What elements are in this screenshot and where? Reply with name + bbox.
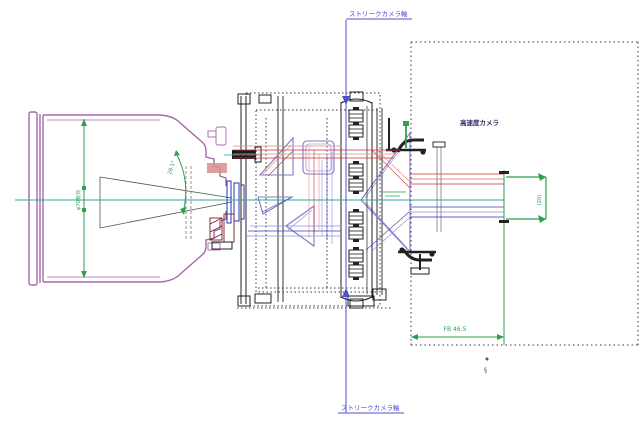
lower-clamp-fitting — [398, 247, 436, 275]
camera-label: 高速度カメラ — [460, 118, 499, 127]
mount-screw — [232, 150, 256, 159]
lens-snout-parts — [185, 146, 262, 250]
ray-bundle-red — [233, 144, 504, 238]
turret-screws — [348, 106, 364, 281]
top-clamp-fitting — [386, 118, 426, 155]
image-plane-bracket — [499, 170, 547, 345]
flange-back-dimension — [411, 334, 504, 340]
prism-upper-left — [258, 136, 294, 176]
lens-assembly — [28, 111, 227, 286]
prism-mid-left — [257, 196, 295, 215]
top-axis-label: ストリークカメラ軸 — [349, 9, 408, 18]
aperture-dimension — [81, 119, 87, 278]
vertical-axis-blue — [338, 18, 412, 414]
note-mark-dot — [485, 357, 489, 361]
angle-label: 28.1° — [167, 160, 177, 176]
ray-green-segments — [382, 191, 406, 197]
flange-back-label: FB 46.5 — [444, 326, 467, 333]
note-mark: § — [484, 367, 487, 374]
image-size-label: (20) — [537, 195, 543, 206]
angle-arc — [174, 150, 187, 215]
barrel-parts — [209, 213, 235, 243]
bottom-axis-label: ストリークカメラ軸 — [341, 403, 400, 412]
prism-right-lower — [359, 199, 411, 254]
support-rod — [432, 141, 446, 232]
dotted-enclosure-right — [410, 41, 639, 346]
ray-bundle-blue — [246, 152, 504, 253]
light-cone — [99, 176, 233, 229]
filter-plate — [207, 163, 227, 173]
beamsplitter-block — [302, 140, 335, 175]
